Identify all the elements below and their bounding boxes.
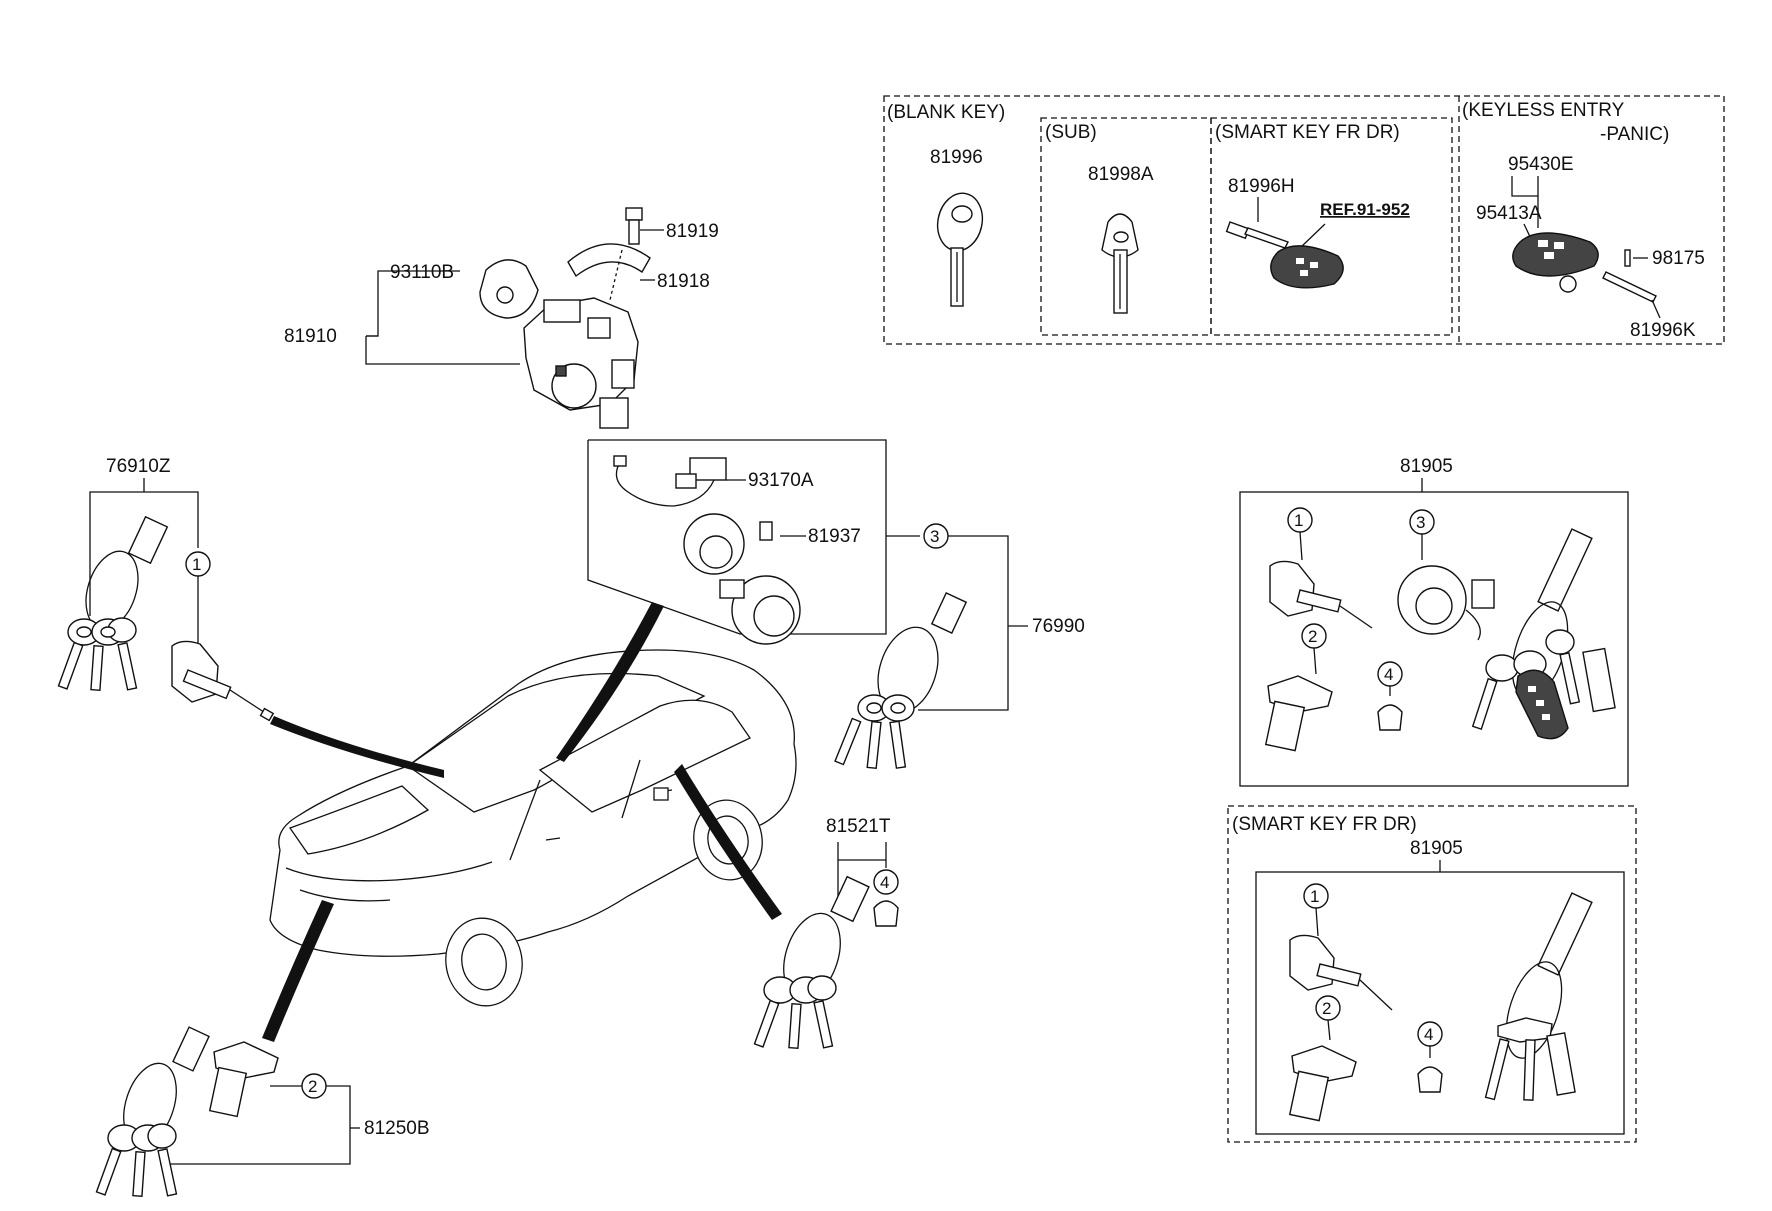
keyless-panic-label: -PANIC) [1600,124,1669,145]
part-93170A: 93170A [748,470,814,491]
part-98175: 98175 [1652,248,1705,269]
sub-key-box [1040,117,1212,336]
part-81998A: 81998A [1088,164,1154,185]
keyless-entry-label: (KEYLESS ENTRY [1462,100,1625,121]
svg-text:1: 1 [1310,887,1319,906]
smart-key-fob-icon [1270,245,1344,289]
svg-text:2: 2 [1322,999,1331,1018]
svg-text:4: 4 [1424,1025,1433,1044]
key-panel: (BLANK KEY) (SUB) (SMART KEY FR DR) (KEY… [883,95,1725,345]
part-81521T: 81521T [826,816,891,837]
sub-key-icon [1101,213,1139,314]
part-81905-lower: 81905 [1410,838,1463,859]
smart-key-label: (SMART KEY FR DR) [1215,122,1400,143]
part-81996K: 81996K [1630,320,1696,341]
group-81521T: 81521T 4 [753,816,899,1049]
part-81905-upper: 81905 [1400,456,1453,477]
svg-text:2: 2 [1308,627,1317,646]
smart-key-box [1210,117,1453,336]
part-95413A: 95413A [1476,203,1542,224]
key-panel-outer-box [883,95,1725,345]
part-81996: 81996 [930,147,983,168]
group-76910Z: 76910Z 1 [57,456,275,722]
kit-81905-smart: (SMART KEY FR DR) 81905 1 2 4 [1227,805,1637,1143]
svg-text:1: 1 [1294,511,1303,530]
group-81250B: 81250B 2 [95,1026,430,1197]
group-76990: 3 76990 [834,523,1085,770]
part-95430E: 95430E [1508,154,1574,175]
part-76910Z: 76910Z [106,456,171,477]
part-81918: 81918 [657,271,710,292]
smart-key-insert-icon [1225,221,1289,249]
part-81910: 81910 [284,326,337,347]
vehicle-illustration [262,602,797,1042]
blank-key-icon [936,192,984,307]
kit-81905-upper: 81905 1 3 2 4 [1239,456,1629,787]
svg-text:3: 3 [930,527,939,546]
ignition-switch-box: 93170A 81937 [587,439,887,645]
smart-key-fr-dr-lower-label: (SMART KEY FR DR) [1232,814,1417,835]
ignition-assembly: 81919 81918 93110B 81910 [284,207,719,429]
part-81996H: 81996H [1228,176,1295,197]
part-81919: 81919 [666,221,719,242]
leader-95430E [1511,176,1539,197]
part-81250B: 81250B [364,1118,430,1139]
part-81937: 81937 [808,526,861,547]
ref-91-952: REF.91-952 [1320,200,1410,219]
keyless-fob-icon [1512,232,1661,319]
callout-4-a [873,869,899,895]
svg-text:2: 2 [308,1077,317,1096]
svg-text:3: 3 [1416,513,1425,532]
svg-text:4: 4 [1384,665,1393,684]
leader-ref [1299,223,1326,249]
svg-text:4: 4 [880,873,889,892]
blank-key-label: (BLANK KEY) [887,102,1005,123]
part-93110B: 93110B [390,262,454,283]
part-76990: 76990 [1032,616,1085,637]
svg-text:1: 1 [192,555,201,574]
sub-label: (SUB) [1045,122,1097,143]
